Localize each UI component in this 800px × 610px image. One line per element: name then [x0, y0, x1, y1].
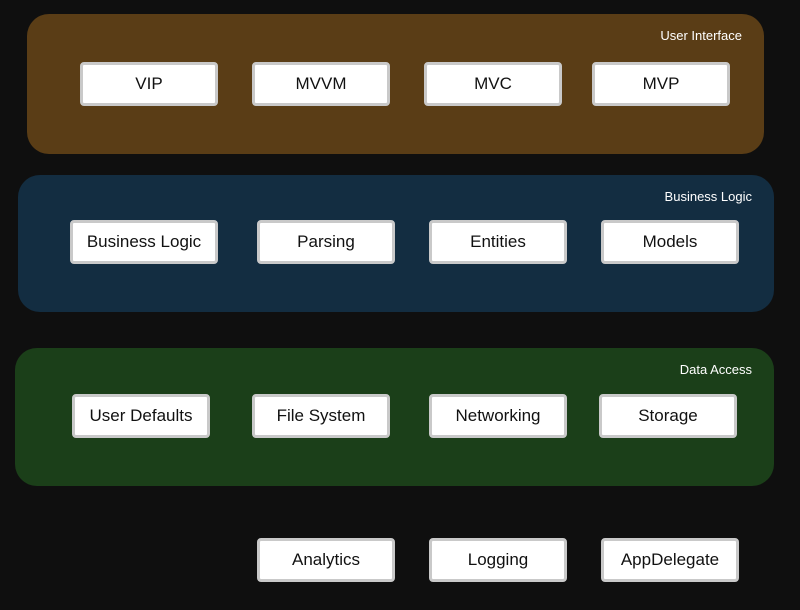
- box-label: MVVM: [295, 74, 347, 93]
- box-models[interactable]: Models: [601, 220, 739, 264]
- box-mvp[interactable]: MVP: [592, 62, 730, 106]
- box-label: User Defaults: [89, 406, 193, 425]
- box-file-system[interactable]: File System: [252, 394, 390, 438]
- box-label: VIP: [135, 74, 163, 93]
- layer-title-business-logic: Business Logic: [664, 189, 752, 204]
- box-networking[interactable]: Networking: [429, 394, 567, 438]
- box-entities[interactable]: Entities: [429, 220, 567, 264]
- box-label: Storage: [638, 406, 698, 425]
- box-label: Logging: [467, 550, 529, 569]
- box-storage[interactable]: Storage: [599, 394, 737, 438]
- box-user-defaults[interactable]: User Defaults: [72, 394, 210, 438]
- box-label: MVC: [474, 74, 512, 93]
- box-business-logic[interactable]: Business Logic: [70, 220, 218, 264]
- box-analytics[interactable]: Analytics: [257, 538, 395, 582]
- box-label: File System: [276, 406, 366, 425]
- box-parsing[interactable]: Parsing: [257, 220, 395, 264]
- layer-title-data-access: Data Access: [679, 362, 752, 377]
- box-label: Networking: [455, 406, 541, 425]
- box-label: AppDelegate: [620, 550, 720, 569]
- box-label: MVP: [642, 74, 680, 93]
- box-logging[interactable]: Logging: [429, 538, 567, 582]
- box-label: Models: [642, 232, 698, 251]
- box-label: Business Logic: [86, 232, 202, 251]
- box-vip[interactable]: VIP: [80, 62, 218, 106]
- layer-title-user-interface: User Interface: [660, 28, 742, 43]
- box-label: Parsing: [297, 232, 355, 251]
- box-label: Analytics: [291, 550, 361, 569]
- box-mvc[interactable]: MVC: [424, 62, 562, 106]
- box-mvvm[interactable]: MVVM: [252, 62, 390, 106]
- box-label: Entities: [470, 232, 526, 251]
- box-appdelegate[interactable]: AppDelegate: [601, 538, 739, 582]
